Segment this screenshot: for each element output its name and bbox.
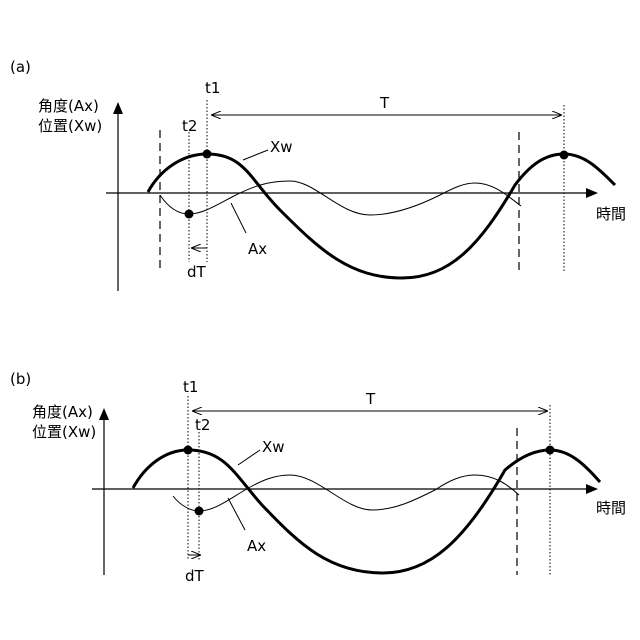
xw-leader	[238, 450, 260, 465]
y-axis-arrowhead	[113, 102, 123, 114]
xw-leader	[243, 150, 268, 160]
xw-peak-point	[184, 446, 193, 455]
xw-label: Xw	[262, 438, 285, 456]
ax-trough-point	[195, 507, 204, 516]
t1-label: t1	[205, 79, 220, 97]
t2-label: t2	[195, 416, 210, 434]
y-axis-label-line1: 角度(Ax)	[32, 403, 93, 421]
y-axis-label-line2: 位置(Xw)	[38, 117, 102, 135]
xw-next-peak-point	[560, 151, 569, 160]
x-axis-label: 時間	[596, 499, 626, 517]
y-axis-arrowhead	[99, 408, 109, 420]
panel-b: (b) 角度(Ax) 位置(Xw) 時間 t1 t2 T dT Xw Ax	[10, 370, 626, 585]
t2-label: t2	[182, 117, 197, 135]
t1-label: t1	[183, 378, 198, 396]
ax-leader	[231, 203, 246, 233]
ax-leader	[228, 498, 245, 530]
x-axis-label: 時間	[596, 205, 626, 223]
period-label: T	[365, 390, 376, 408]
xw-peak-point	[203, 150, 212, 159]
ax-curve	[160, 181, 521, 215]
x-axis-arrowhead	[586, 188, 598, 198]
y-axis-label-line1: 角度(Ax)	[38, 97, 99, 115]
ax-label: Ax	[248, 240, 267, 258]
dt-label: dT	[187, 263, 207, 281]
panel-label: (b)	[10, 370, 31, 388]
xw-label: Xw	[270, 138, 293, 156]
period-label: T	[379, 94, 390, 112]
x-axis-arrowhead	[586, 484, 598, 494]
xw-next-peak-point	[546, 446, 555, 455]
dt-label: dT	[185, 567, 205, 585]
ax-label: Ax	[247, 537, 266, 555]
xw-curve	[148, 154, 615, 278]
y-axis-label-line2: 位置(Xw)	[32, 423, 96, 441]
panel-label: (a)	[10, 58, 31, 76]
ax-trough-point	[185, 210, 194, 219]
ax-curve	[173, 475, 519, 511]
panel-a: (a) 角度(Ax) 位置(Xw) 時間 t1 t2 T dT	[10, 58, 626, 291]
